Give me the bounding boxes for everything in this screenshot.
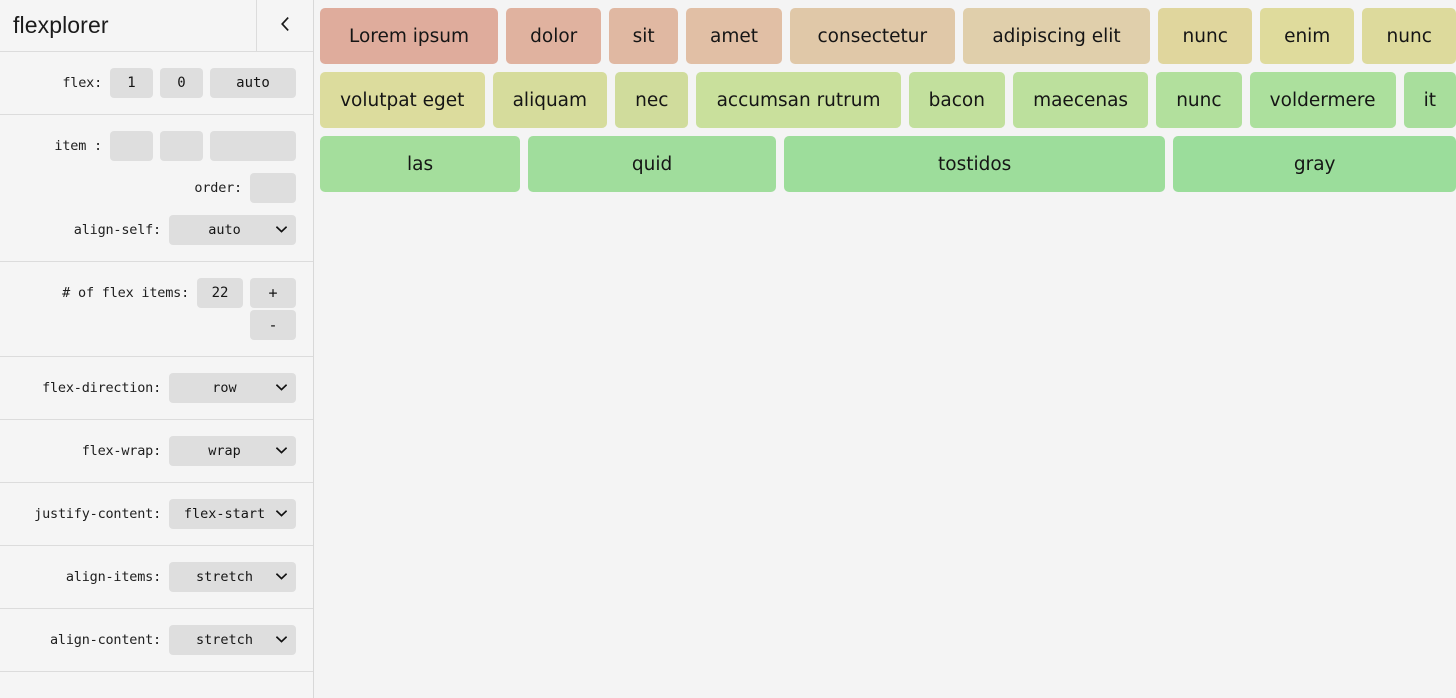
item-basis-input[interactable] xyxy=(210,131,296,161)
flex-direction-select-wrap: rowrow-reversecolumncolumn-reverse xyxy=(169,373,296,403)
justify-content-select-wrap: flex-startflex-endcenterspace-betweenspa… xyxy=(169,499,296,529)
item-label: item : xyxy=(54,138,102,154)
order-label: order: xyxy=(194,180,242,196)
settings-sidebar: flexplorer flex: xyxy=(0,0,314,698)
flex-item[interactable]: nunc xyxy=(1156,72,1242,128)
section-flex-direction: flex-direction: rowrow-reversecolumncolu… xyxy=(0,357,313,420)
flex-item[interactable]: las xyxy=(320,136,521,192)
flex-item[interactable]: it xyxy=(1403,72,1456,128)
flex-item[interactable]: nunc xyxy=(1362,8,1456,64)
align-self-select[interactable]: autoflex-startflex-endcenterbaselinestre… xyxy=(169,215,296,245)
item-count-label: # of flex items: xyxy=(62,285,189,301)
align-content-select[interactable]: stretchflex-startflex-endcenterspace-bet… xyxy=(169,625,296,655)
align-items-select[interactable]: stretchflex-startflex-endcenterbaseline xyxy=(169,562,296,592)
chevron-left-icon xyxy=(280,16,290,35)
order-input[interactable] xyxy=(250,173,296,203)
item-count-decrement-button[interactable]: - xyxy=(250,310,296,340)
align-items-label: align-items: xyxy=(65,569,161,585)
flex-item[interactable]: accumsan rutrum xyxy=(696,72,901,128)
flex-item[interactable]: adipiscing elit xyxy=(962,8,1151,64)
flex-direction-label: flex-direction: xyxy=(42,380,161,396)
item-count-increment-button[interactable]: + xyxy=(250,278,296,308)
row-justify-content: justify-content: flex-startflex-endcente… xyxy=(0,493,313,535)
flex-item[interactable]: enim xyxy=(1259,8,1355,64)
row-item-count: # of flex items: + - xyxy=(0,272,313,346)
item-controls xyxy=(110,131,296,161)
flex-shrink-input[interactable] xyxy=(160,68,203,98)
row-flex-wrap: flex-wrap: nowrapwrapwrap-reverse xyxy=(0,430,313,472)
sidebar-collapse-button[interactable] xyxy=(257,0,313,51)
flex-wrap-select[interactable]: nowrapwrapwrap-reverse xyxy=(169,436,296,466)
justify-content-label: justify-content: xyxy=(34,506,161,522)
item-grow-input[interactable] xyxy=(110,131,153,161)
section-align-content: align-content: stretchflex-startflex-end… xyxy=(0,609,313,672)
flex-item[interactable]: quid xyxy=(528,136,777,192)
align-self-select-wrap: autoflex-startflex-endcenterbaselinestre… xyxy=(169,215,296,245)
row-align-self: align-self: autoflex-startflex-endcenter… xyxy=(0,209,313,251)
align-content-label: align-content: xyxy=(50,632,161,648)
flex-item[interactable]: nunc xyxy=(1158,8,1252,64)
item-count-input[interactable] xyxy=(197,278,243,308)
flex-item[interactable]: voldermere xyxy=(1249,72,1396,128)
app-title: flexplorer xyxy=(0,0,257,51)
flex-item[interactable]: volutpat eget xyxy=(320,72,485,128)
item-count-controls: + - xyxy=(197,278,296,340)
flex-item[interactable]: gray xyxy=(1173,136,1456,192)
row-order: order: xyxy=(0,167,313,209)
flex-item[interactable]: consectetur xyxy=(790,8,955,64)
sidebar-header: flexplorer xyxy=(0,0,313,52)
flex-item[interactable]: aliquam xyxy=(492,72,608,128)
flex-controls xyxy=(110,68,296,98)
row-item: item : xyxy=(0,125,313,167)
flex-label: flex: xyxy=(62,75,102,91)
flex-item[interactable]: Lorem ipsum xyxy=(320,8,499,64)
flex-item[interactable]: amet xyxy=(685,8,783,64)
row-align-content: align-content: stretchflex-startflex-end… xyxy=(0,619,313,661)
align-self-label: align-self: xyxy=(73,222,161,238)
flex-item[interactable]: nec xyxy=(615,72,689,128)
flex-wrap-label: flex-wrap: xyxy=(81,443,161,459)
row-flex-direction: flex-direction: rowrow-reversecolumncolu… xyxy=(0,367,313,409)
section-flex: flex: xyxy=(0,52,313,115)
row-flex: flex: xyxy=(0,62,313,104)
flex-item[interactable]: bacon xyxy=(908,72,1006,128)
flex-basis-input[interactable] xyxy=(210,68,296,98)
item-shrink-input[interactable] xyxy=(160,131,203,161)
flex-item[interactable]: dolor xyxy=(506,8,602,64)
flex-grow-input[interactable] xyxy=(110,68,153,98)
section-item: item : order: align-self: autoflex-start… xyxy=(0,115,313,262)
section-align-items: align-items: stretchflex-startflex-endce… xyxy=(0,546,313,609)
row-align-items: align-items: stretchflex-startflex-endce… xyxy=(0,556,313,598)
justify-content-select[interactable]: flex-startflex-endcenterspace-betweenspa… xyxy=(169,499,296,529)
section-flex-wrap: flex-wrap: nowrapwrapwrap-reverse xyxy=(0,420,313,483)
flex-item[interactable]: tostidos xyxy=(784,136,1166,192)
flex-direction-select[interactable]: rowrow-reversecolumncolumn-reverse xyxy=(169,373,296,403)
section-item-count: # of flex items: + - xyxy=(0,262,313,357)
section-justify-content: justify-content: flex-startflex-endcente… xyxy=(0,483,313,546)
flex-item[interactable]: sit xyxy=(609,8,678,64)
align-content-select-wrap: stretchflex-startflex-endcenterspace-bet… xyxy=(169,625,296,655)
item-count-stepper: + - xyxy=(250,278,296,340)
flex-wrap-select-wrap: nowrapwrapwrap-reverse xyxy=(169,436,296,466)
flex-item[interactable]: maecenas xyxy=(1013,72,1149,128)
align-items-select-wrap: stretchflex-startflex-endcenterbaseline xyxy=(169,562,296,592)
